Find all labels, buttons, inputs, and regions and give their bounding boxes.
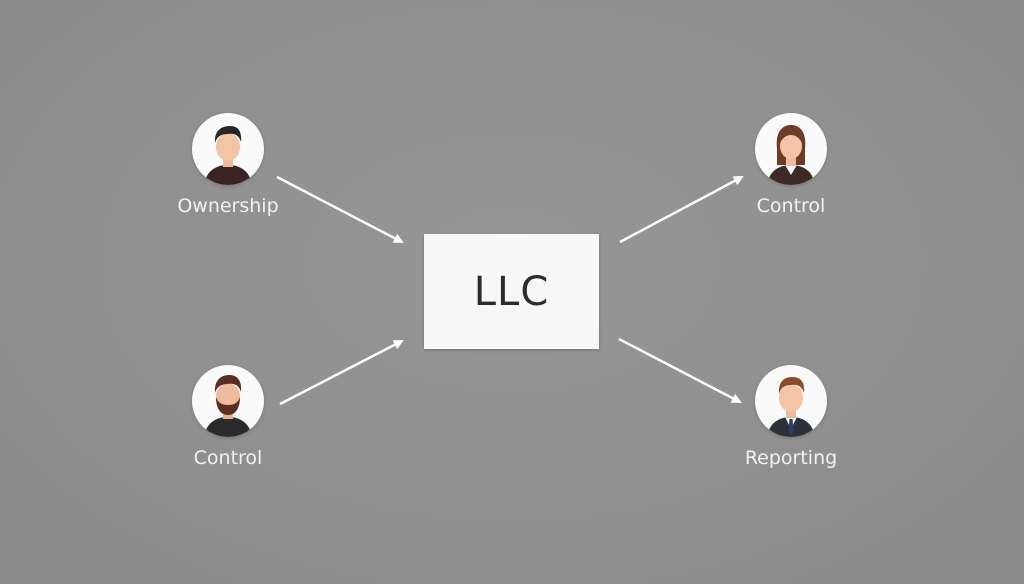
- control-right-label: Control: [756, 195, 826, 217]
- woman-avatar-icon: [755, 113, 827, 185]
- arrow-llc-to-control: [619, 175, 744, 244]
- arrow-ownership-to-llc: [276, 175, 404, 244]
- control-left-label: Control: [193, 447, 263, 469]
- arrow-control-to-llc: [279, 339, 404, 406]
- reporting-label: Reporting: [744, 447, 838, 469]
- arrow-llc-to-reporting: [618, 337, 742, 404]
- man-suit-avatar-icon: [755, 365, 827, 437]
- ownership-label: Ownership: [177, 195, 279, 217]
- man-short-hair-avatar-icon: [192, 113, 264, 185]
- bearded-man-avatar-icon: [192, 365, 264, 437]
- llc-label: LLC: [473, 268, 550, 315]
- node-control-right: Control: [716, 113, 866, 217]
- node-reporting: Reporting: [716, 365, 866, 469]
- node-control-left: Control: [153, 365, 303, 469]
- llc-box: LLC: [424, 234, 599, 349]
- node-ownership: Ownership: [153, 113, 303, 217]
